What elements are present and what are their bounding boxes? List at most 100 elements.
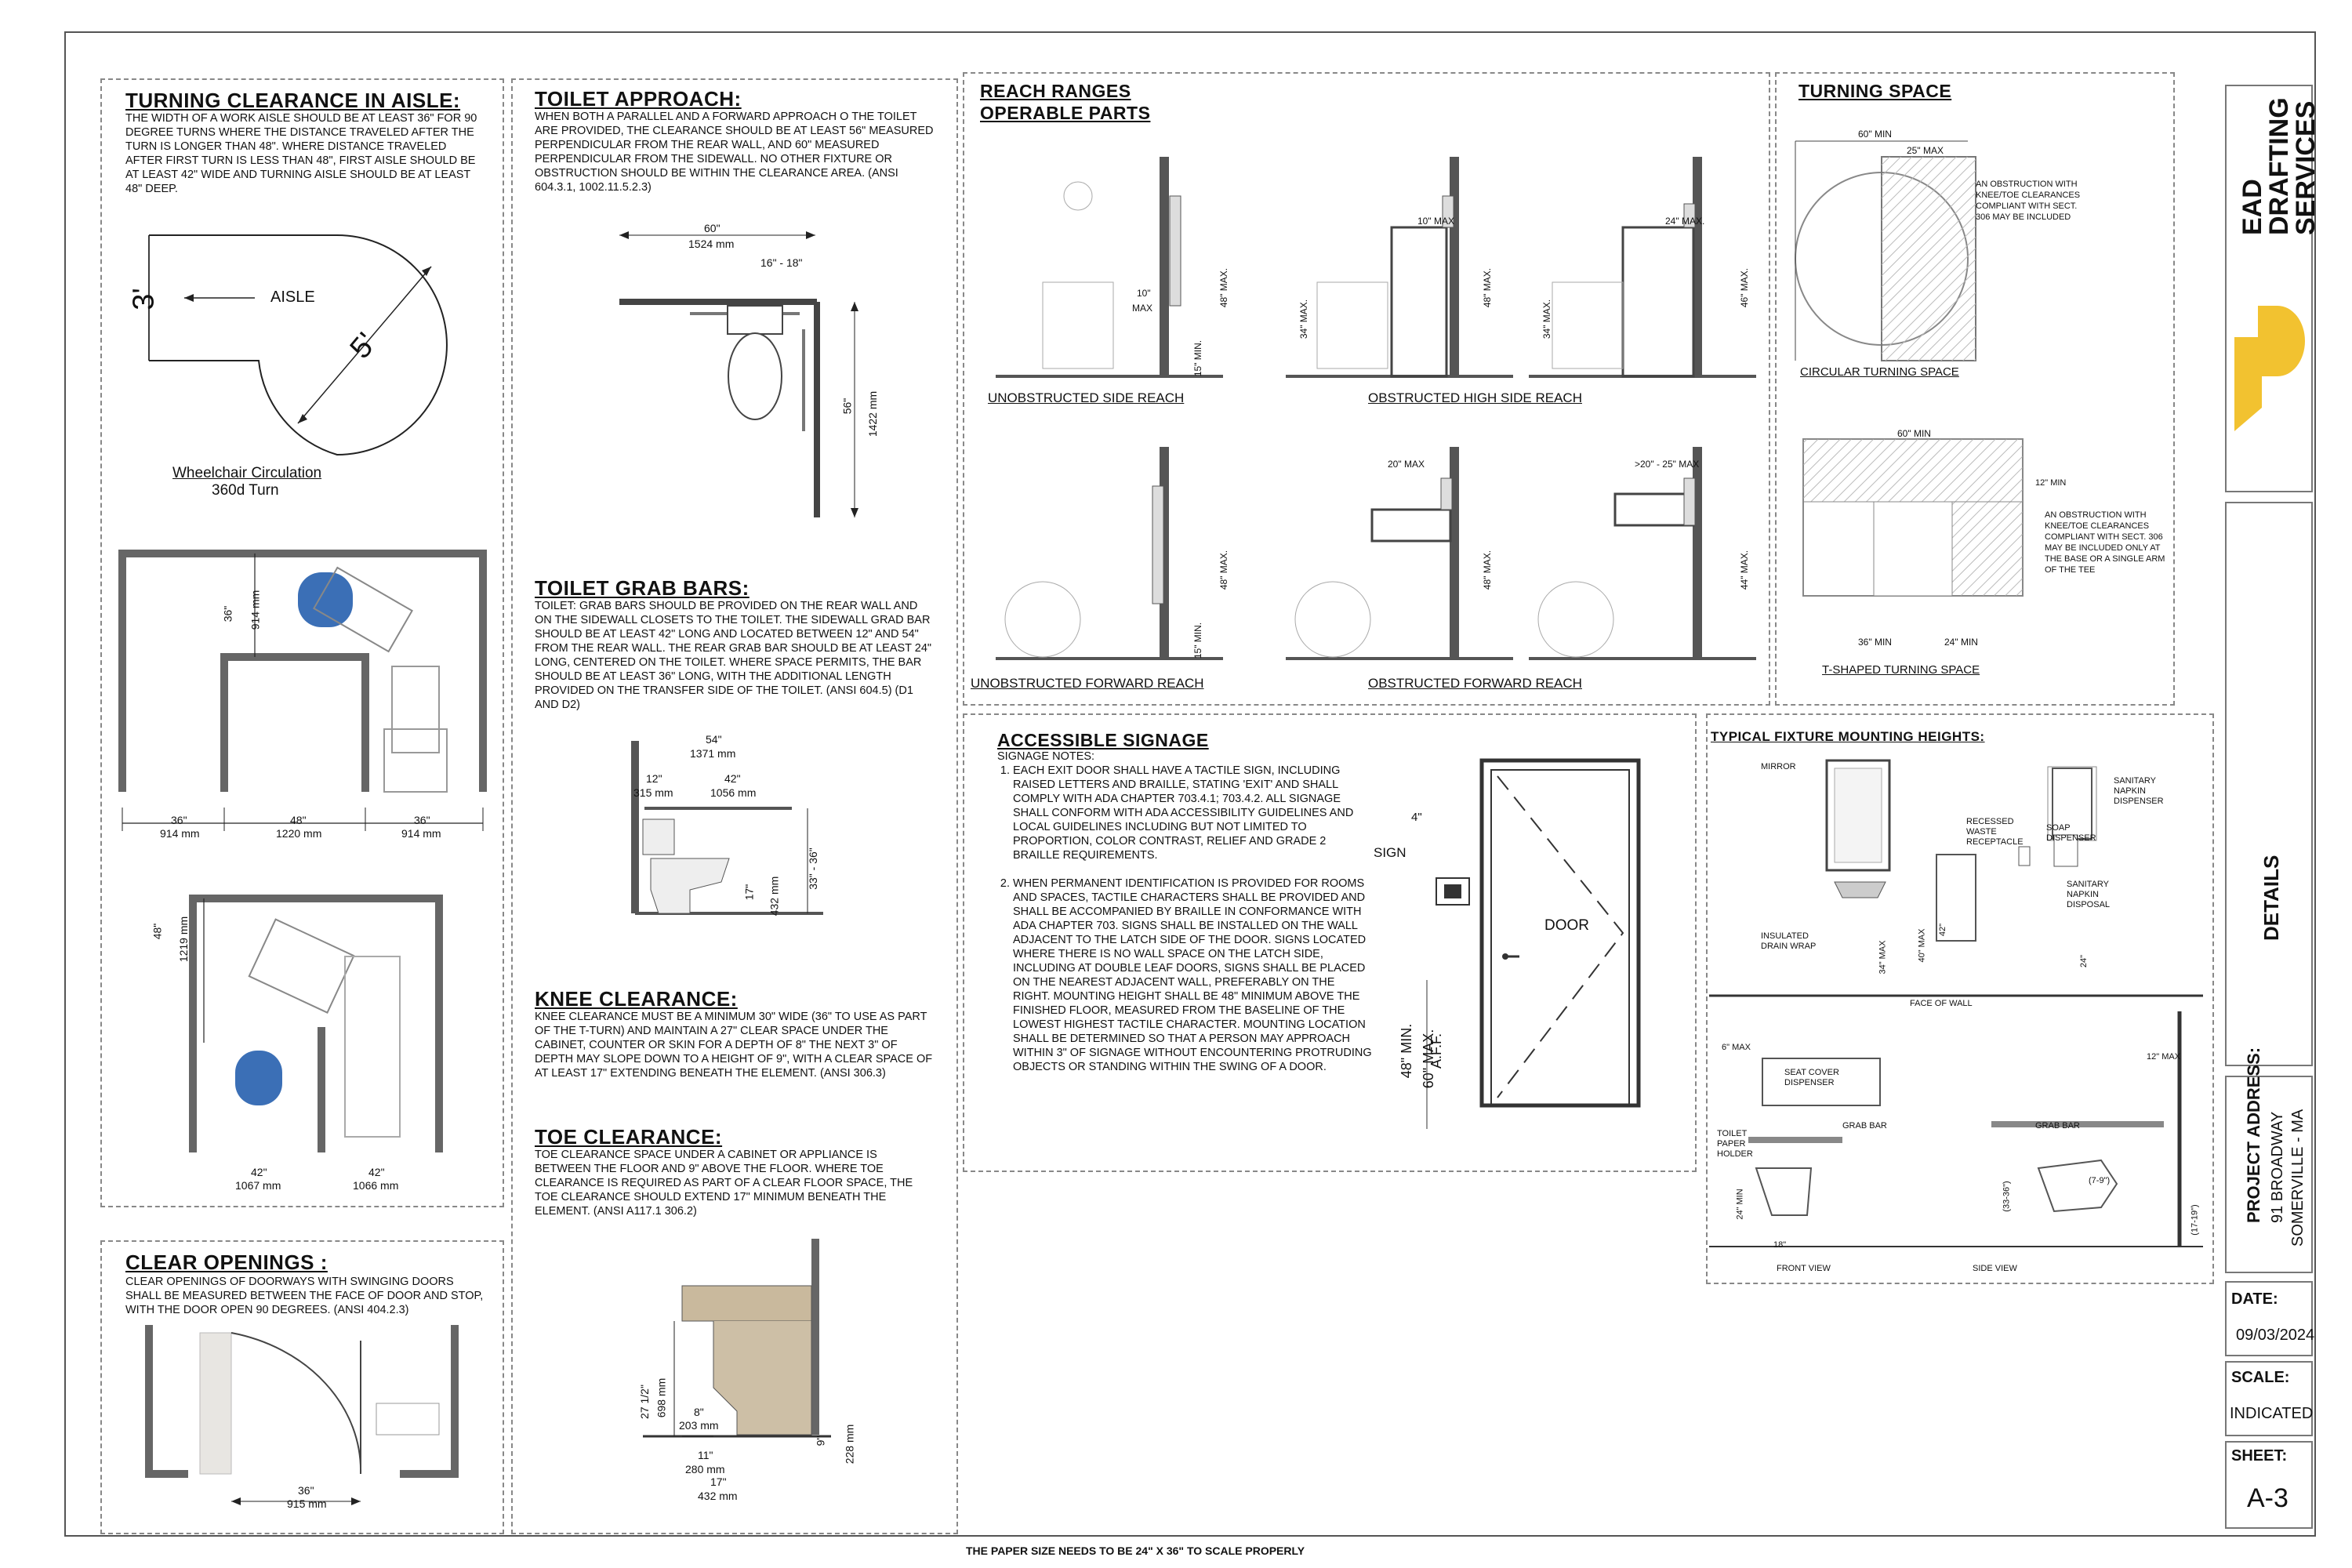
dim-914-c: 914 mm (249, 590, 262, 630)
dim-10: 10" (1137, 288, 1151, 299)
dim-15-min-2: 15" MIN. (1192, 622, 1204, 659)
turn-180-diagram (189, 895, 443, 1152)
sheet-title: DETAILS (2259, 855, 2283, 941)
dim-33-36-fix: (33-36") (2002, 1181, 2012, 1212)
signage-subtitle: SIGNAGE NOTES: (997, 750, 1095, 763)
turning-note-1: AN OBSTRUCTION WITH KNEE/TOE CLEARANCES … (1976, 180, 2081, 222)
dim-36-a: 36" (171, 814, 187, 826)
dim-36-c: 36" (221, 605, 234, 622)
t-turn-diagram (118, 550, 487, 831)
grab-bars-title: TOILET GRAB BARS: (535, 576, 750, 600)
sign-label: SIGN (1374, 845, 1406, 860)
door-label: DOOR (1544, 917, 1589, 934)
dim-36-min: 36" MIN (1858, 637, 1892, 648)
dim-48-max-4: 48" MAX. (1482, 550, 1494, 590)
title-block-logo-cell (2225, 85, 2313, 492)
dim-48-max-3: 48" MAX. (1218, 550, 1230, 590)
dim-27-5: 27 1/2" (637, 1385, 651, 1419)
sheet-value: A-3 (2247, 1483, 2288, 1513)
dim-20-25-max: >20" - 25" MAX (1635, 459, 1700, 470)
turning-space-diagrams (1795, 140, 2024, 597)
label-seat-cover: SEAT COVER DISPENSER (1784, 1068, 1839, 1087)
company-name-line3: SERVICES (2291, 100, 2321, 235)
dim-280: 280 mm (685, 1463, 725, 1475)
panel-turning-clearance (100, 78, 504, 1207)
label-toilet-paper: TOILET PAPER HOLDER (1717, 1129, 1753, 1159)
grab-bars-text: TOILET: GRAB BARS SHOULD BE PROVIDED ON … (535, 600, 932, 711)
dim-34-max-1: 34" MAX. (1298, 299, 1310, 339)
label-mirror: MIRROR (1761, 762, 1796, 771)
dim-60-min-2: 60" MIN (1897, 428, 1931, 439)
dim-9: 9" (814, 1436, 827, 1446)
dim-46-max: 46" MAX. (1739, 267, 1751, 308)
caption-wheelchair-line2: 360d Turn (212, 482, 279, 499)
turning-aisle-text: THE WIDTH OF A WORK AISLE SHOULD BE AT L… (125, 112, 477, 195)
dim-60-min-1: 60" MIN (1858, 129, 1892, 140)
dim-max: MAX (1132, 303, 1153, 314)
fixture-heights-title: TYPICAL FIXTURE MOUNTING HEIGHTS: (1711, 729, 1985, 744)
sheet-label: SHEET: (2231, 1447, 2288, 1465)
dim-44-max: 44" MAX. (1739, 550, 1751, 590)
caption-unobstructed-forward: UNOBSTRUCTED FORWARD REACH (971, 676, 1204, 691)
label-front-view: FRONT VIEW (1777, 1264, 1831, 1273)
dim-315: 315 mm (633, 786, 673, 799)
dim-8: 8" (694, 1406, 704, 1418)
dim-25-max: 25" MAX (1907, 145, 1944, 156)
panel-accessible-signage (963, 713, 1697, 1172)
clear-openings-title: CLEAR OPENINGS : (125, 1250, 328, 1274)
label-recessed-waste: RECESSED WASTE RECEPTACLE (1966, 817, 2024, 847)
dim-48-b: 48" (151, 923, 164, 940)
dim-24-max: 24" MAX. (1665, 216, 1705, 227)
dim-16-18: 16" - 18" (760, 256, 803, 269)
dim-11: 11" (698, 1449, 713, 1461)
reach-ranges-title-1: REACH RANGES (980, 81, 1131, 101)
dim-54: 54" (706, 733, 722, 746)
signage-notes: EACH EXIT DOOR SHALL HAVE A TACTILE SIGN… (997, 764, 1374, 1088)
dim-42-a: 42" (251, 1166, 267, 1178)
dim-432: 432 mm (768, 876, 781, 916)
caption-circular-turning: CIRCULAR TURNING SPACE (1800, 365, 1959, 379)
panel-turning-space (1775, 72, 2175, 706)
dim-1524: 1524 mm (688, 238, 735, 250)
title-block-date-cell (2225, 1281, 2313, 1356)
dim-33-36: 33" - 36" (806, 848, 819, 890)
label-grab-bar-side: GRAB BAR (2035, 1121, 2080, 1131)
toilet-approach-text: WHEN BOTH A PARALLEL AND A FORWARD APPRO… (535, 111, 934, 194)
dim-48-a: 48" (290, 814, 307, 826)
dim-1371: 1371 mm (690, 747, 736, 760)
caption-obstructed-forward: OBSTRUCTED FORWARD REACH (1368, 676, 1582, 691)
dim-42-grab: 42" (724, 772, 741, 785)
dim-12: 12" (646, 772, 662, 785)
toe-clearance-diagram (643, 1239, 831, 1438)
reach-diagrams (996, 157, 1756, 660)
door-sign-diagram (1426, 758, 1641, 1129)
dim-914-b: 914 mm (401, 827, 441, 840)
label-soap-dispenser: SOAP DISPENSER (2046, 823, 2096, 843)
dim-48-min-sign: 48" MIN. (1399, 1023, 1415, 1079)
aisle-label: AISLE (270, 289, 315, 306)
dim-60: 60" (704, 222, 720, 234)
dim-203: 203 mm (679, 1419, 719, 1432)
date-value: 09/03/2024 (2236, 1327, 2315, 1344)
project-address-line2: SOMERVILLE - MA (2289, 1109, 2307, 1247)
dim-1422: 1422 mm (866, 390, 880, 437)
dim-56: 56" (840, 397, 854, 415)
fixture-diagram (1709, 759, 2203, 1247)
panel-reach-ranges (963, 72, 1770, 706)
dim-24-fix: 24" (2079, 954, 2089, 968)
knee-clearance-text: KNEE CLEARANCE MUST BE A MINIMUM 30" WID… (535, 1011, 933, 1080)
grab-bars-diagram (631, 741, 823, 915)
dim-1219: 1219 mm (177, 916, 191, 963)
title-block-sheet-title-cell (2225, 502, 2313, 1066)
signage-note-1: EACH EXIT DOOR SHALL HAVE A TACTILE SIGN… (1013, 764, 1374, 862)
label-drain-wrap: INSULATED DRAIN WRAP (1761, 931, 1817, 951)
dim-34-max-fix: 34" MAX (1878, 940, 1888, 975)
dim-1056: 1056 mm (710, 786, 757, 799)
company-logo (2234, 306, 2305, 431)
toe-clearance-title: TOE CLEARANCE: (535, 1125, 723, 1149)
turning-space-title: TURNING SPACE (1798, 81, 1952, 101)
clear-opening-diagram (145, 1325, 459, 1505)
dim-12-max: 12" MAX (2147, 1052, 2181, 1062)
dim-36-door: 36" (298, 1484, 314, 1497)
dim-48-max-1: 48" MAX. (1218, 267, 1230, 308)
